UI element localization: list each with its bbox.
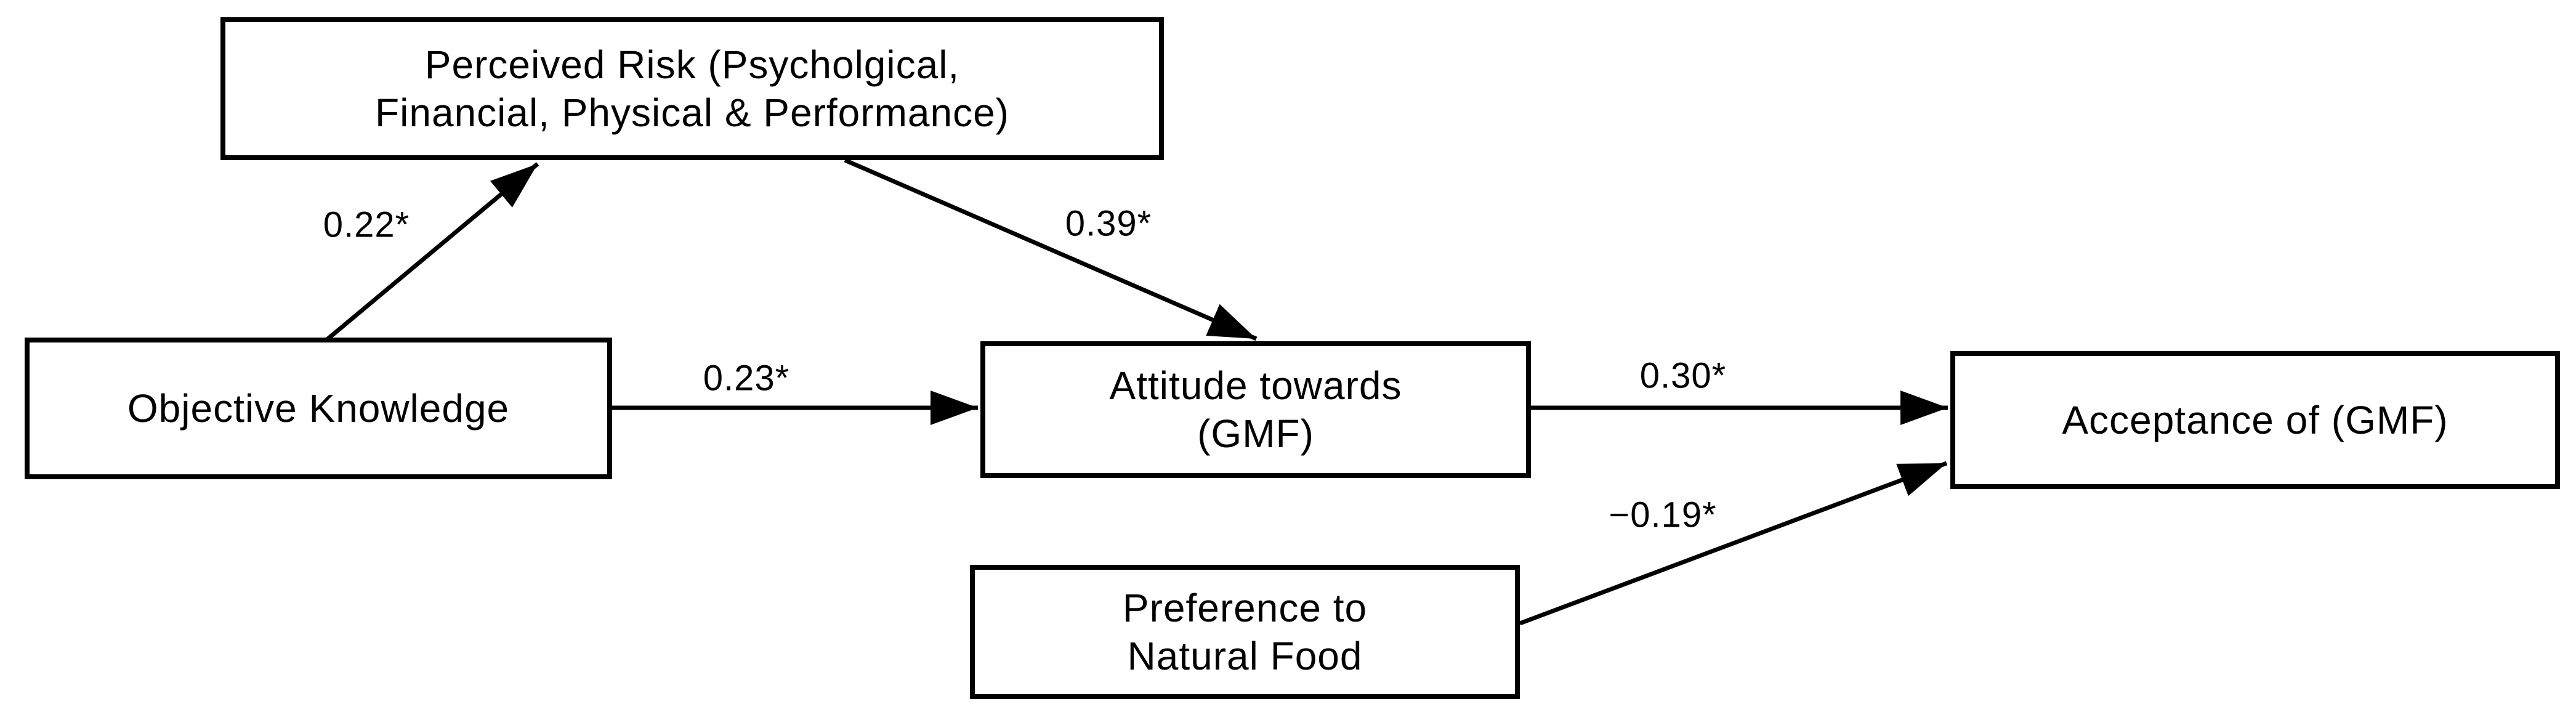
arrow-objective-to-perceived (325, 162, 539, 342)
node-preference-natural-food: Preference to Natural Food (970, 565, 1520, 699)
coefficient-objective-to-perceived: 0.22* (323, 205, 410, 245)
node-perceived-risk: Perceived Risk (Psycholgical, Financial,… (220, 17, 1164, 160)
node-objective-knowledge: Objective Knowledge (25, 338, 612, 479)
coefficient-attitude-to-acceptance: 0.30* (1639, 355, 1727, 396)
coefficient-objective-to-attitude: 0.23* (703, 358, 790, 399)
node-preference-natural-food-line2: Natural Food (1127, 634, 1363, 678)
node-acceptance-gmf-line1: Acceptance of (GMF) (2062, 398, 2449, 442)
coefficient-preference-to-acceptance: −0.19* (1609, 495, 1717, 535)
node-objective-knowledge-line1: Objective Knowledge (127, 386, 510, 431)
node-perceived-risk-line2: Financial, Physical & Performance) (375, 91, 1009, 135)
node-perceived-risk-line1: Perceived Risk (Psycholgical, (424, 43, 960, 87)
arrow-perceived-to-attitude (844, 158, 1258, 341)
node-attitude-gmf: Attitude towards (GMF) (980, 341, 1531, 478)
arrow-preference-to-acceptance (1519, 461, 1948, 626)
node-preference-natural-food-line1: Preference to (1122, 586, 1368, 630)
node-attitude-gmf-line2: (GMF) (1197, 411, 1314, 456)
coefficient-perceived-to-attitude: 0.39* (1065, 203, 1152, 244)
node-attitude-gmf-line1: Attitude towards (1109, 363, 1402, 408)
node-acceptance-gmf: Acceptance of (GMF) (1950, 351, 2560, 489)
